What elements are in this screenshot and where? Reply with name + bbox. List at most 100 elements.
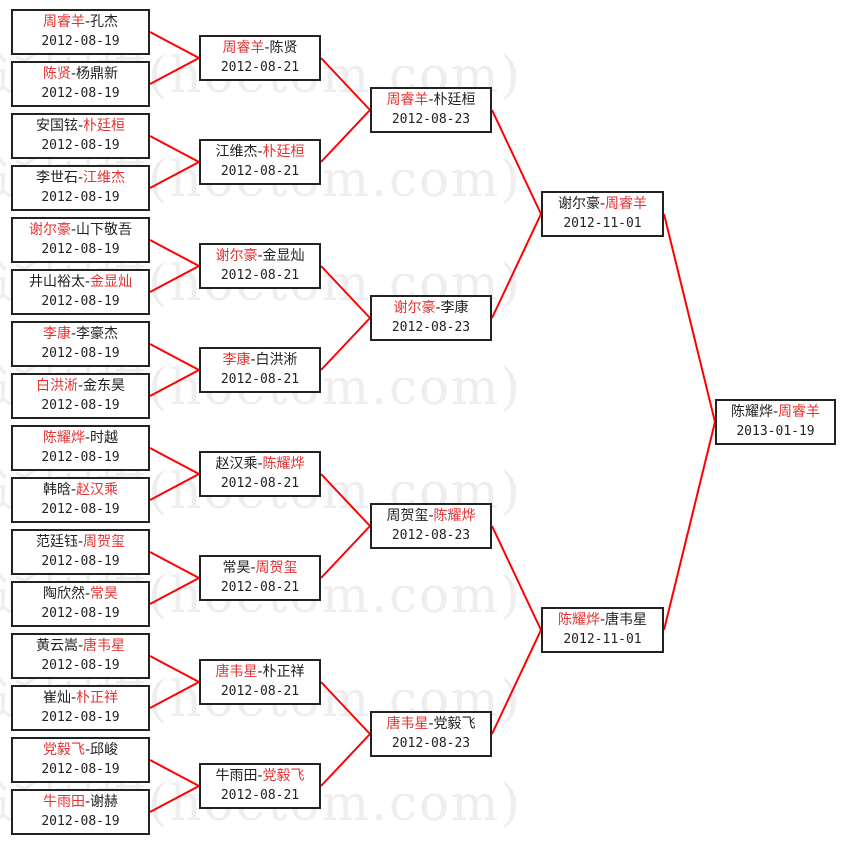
loser-name: 党毅飞 bbox=[433, 716, 476, 732]
connector-line bbox=[149, 57, 200, 85]
separator: - bbox=[70, 326, 77, 342]
winner-name: 唐韦星 bbox=[386, 716, 429, 732]
winner-name: 党毅飞 bbox=[262, 768, 305, 784]
connector-line bbox=[149, 447, 200, 475]
connector-line bbox=[149, 31, 200, 59]
match-date: 2012-08-21 bbox=[220, 476, 300, 491]
loser-name: 朴廷桓 bbox=[433, 92, 476, 108]
match-date: 2012-08-21 bbox=[220, 60, 300, 75]
match-date: 2012-08-23 bbox=[391, 736, 471, 751]
connector-line bbox=[149, 343, 200, 371]
match-date: 2012-08-23 bbox=[391, 112, 471, 127]
match-date: 2012-08-19 bbox=[41, 502, 120, 517]
match-date: 2012-08-19 bbox=[41, 762, 120, 777]
match-date: 2012-08-23 bbox=[391, 528, 471, 543]
separator: - bbox=[250, 352, 256, 368]
match-players: 白洪淅-金东昊 bbox=[36, 377, 125, 396]
winner-name: 周贺玺 bbox=[83, 534, 126, 550]
connector-line bbox=[149, 239, 200, 267]
loser-name: 崔灿 bbox=[42, 690, 71, 706]
match-players: 谢尔豪-金显灿 bbox=[215, 247, 304, 266]
loser-name: 孔杰 bbox=[90, 14, 119, 30]
winner-name: 谢尔豪 bbox=[215, 248, 258, 264]
loser-name: 赵汉乘 bbox=[215, 456, 258, 472]
loser-name: 陶欣然 bbox=[42, 586, 85, 602]
match-players: 安国铉-朴廷桓 bbox=[36, 117, 125, 136]
loser-name: 安国铉 bbox=[35, 118, 78, 134]
match-players: 周睿羊-孔杰 bbox=[43, 13, 118, 32]
match-players: 李康-白洪淅 bbox=[222, 351, 297, 370]
loser-name: 范廷钰 bbox=[35, 534, 78, 550]
winner-name: 周睿羊 bbox=[386, 92, 429, 108]
separator: - bbox=[77, 534, 84, 550]
separator: - bbox=[84, 794, 91, 810]
separator: - bbox=[70, 482, 77, 498]
match-date: 2013-01-19 bbox=[736, 424, 815, 439]
separator: - bbox=[257, 248, 263, 264]
loser-name: 朴正祥 bbox=[262, 664, 305, 680]
match-players: 李康-李豪杰 bbox=[43, 325, 118, 344]
match-players: 陈耀烨-周睿羊 bbox=[731, 403, 820, 422]
winner-name: 周睿羊 bbox=[222, 40, 265, 56]
match-players: 陶欣然-常昊 bbox=[43, 585, 118, 604]
winner-name: 陈耀烨 bbox=[433, 508, 476, 524]
connector-line bbox=[491, 629, 542, 735]
winner-name: 常昊 bbox=[90, 586, 119, 602]
loser-name: 李康 bbox=[440, 300, 469, 316]
match-players: 谢尔豪-山下敬吾 bbox=[29, 221, 132, 240]
connector-line bbox=[149, 577, 200, 605]
connector-line bbox=[149, 161, 200, 189]
winner-name: 周贺玺 bbox=[255, 560, 298, 576]
match-date: 2012-08-19 bbox=[41, 346, 120, 361]
separator: - bbox=[84, 430, 91, 446]
match-players: 谢尔豪-李康 bbox=[393, 299, 468, 318]
match-players: 唐韦星-朴正祥 bbox=[215, 663, 304, 682]
connector-line bbox=[320, 317, 371, 371]
separator: - bbox=[250, 560, 256, 576]
loser-name: 井山裕太 bbox=[28, 274, 85, 290]
match-players: 陈贤-杨鼎新 bbox=[43, 65, 118, 84]
connector-line bbox=[149, 551, 200, 579]
final-match-box: 陈耀烨-周睿羊 2013-01-19 bbox=[715, 399, 836, 445]
connector-line bbox=[320, 57, 371, 111]
match-players: 牛雨田-谢赫 bbox=[43, 793, 118, 812]
match-date: 2012-08-23 bbox=[391, 320, 471, 335]
connector-line bbox=[149, 473, 200, 501]
separator: - bbox=[599, 612, 606, 628]
winner-name: 李康 bbox=[222, 352, 251, 368]
match-date: 2012-08-19 bbox=[41, 814, 120, 829]
separator: - bbox=[257, 664, 263, 680]
match-date: 2012-08-19 bbox=[41, 294, 120, 309]
winner-name: 李康 bbox=[42, 326, 71, 342]
connector-line bbox=[320, 109, 371, 163]
loser-name: 杨鼎新 bbox=[76, 66, 119, 82]
winner-name: 朴廷桓 bbox=[83, 118, 126, 134]
match-date: 2012-08-21 bbox=[220, 788, 300, 803]
winner-name: 周睿羊 bbox=[778, 404, 821, 420]
loser-name: 韩晗 bbox=[42, 482, 71, 498]
winner-name: 唐韦星 bbox=[83, 638, 126, 654]
match-date: 2012-11-01 bbox=[563, 632, 642, 647]
match-date: 2012-08-19 bbox=[41, 658, 120, 673]
winner-name: 周睿羊 bbox=[42, 14, 85, 30]
connector-line bbox=[149, 785, 200, 813]
connector-line bbox=[149, 265, 200, 293]
match-players: 周睿羊-朴廷桓 bbox=[386, 91, 475, 110]
winner-name: 朴廷桓 bbox=[262, 144, 305, 160]
match-date: 2012-08-19 bbox=[41, 398, 120, 413]
